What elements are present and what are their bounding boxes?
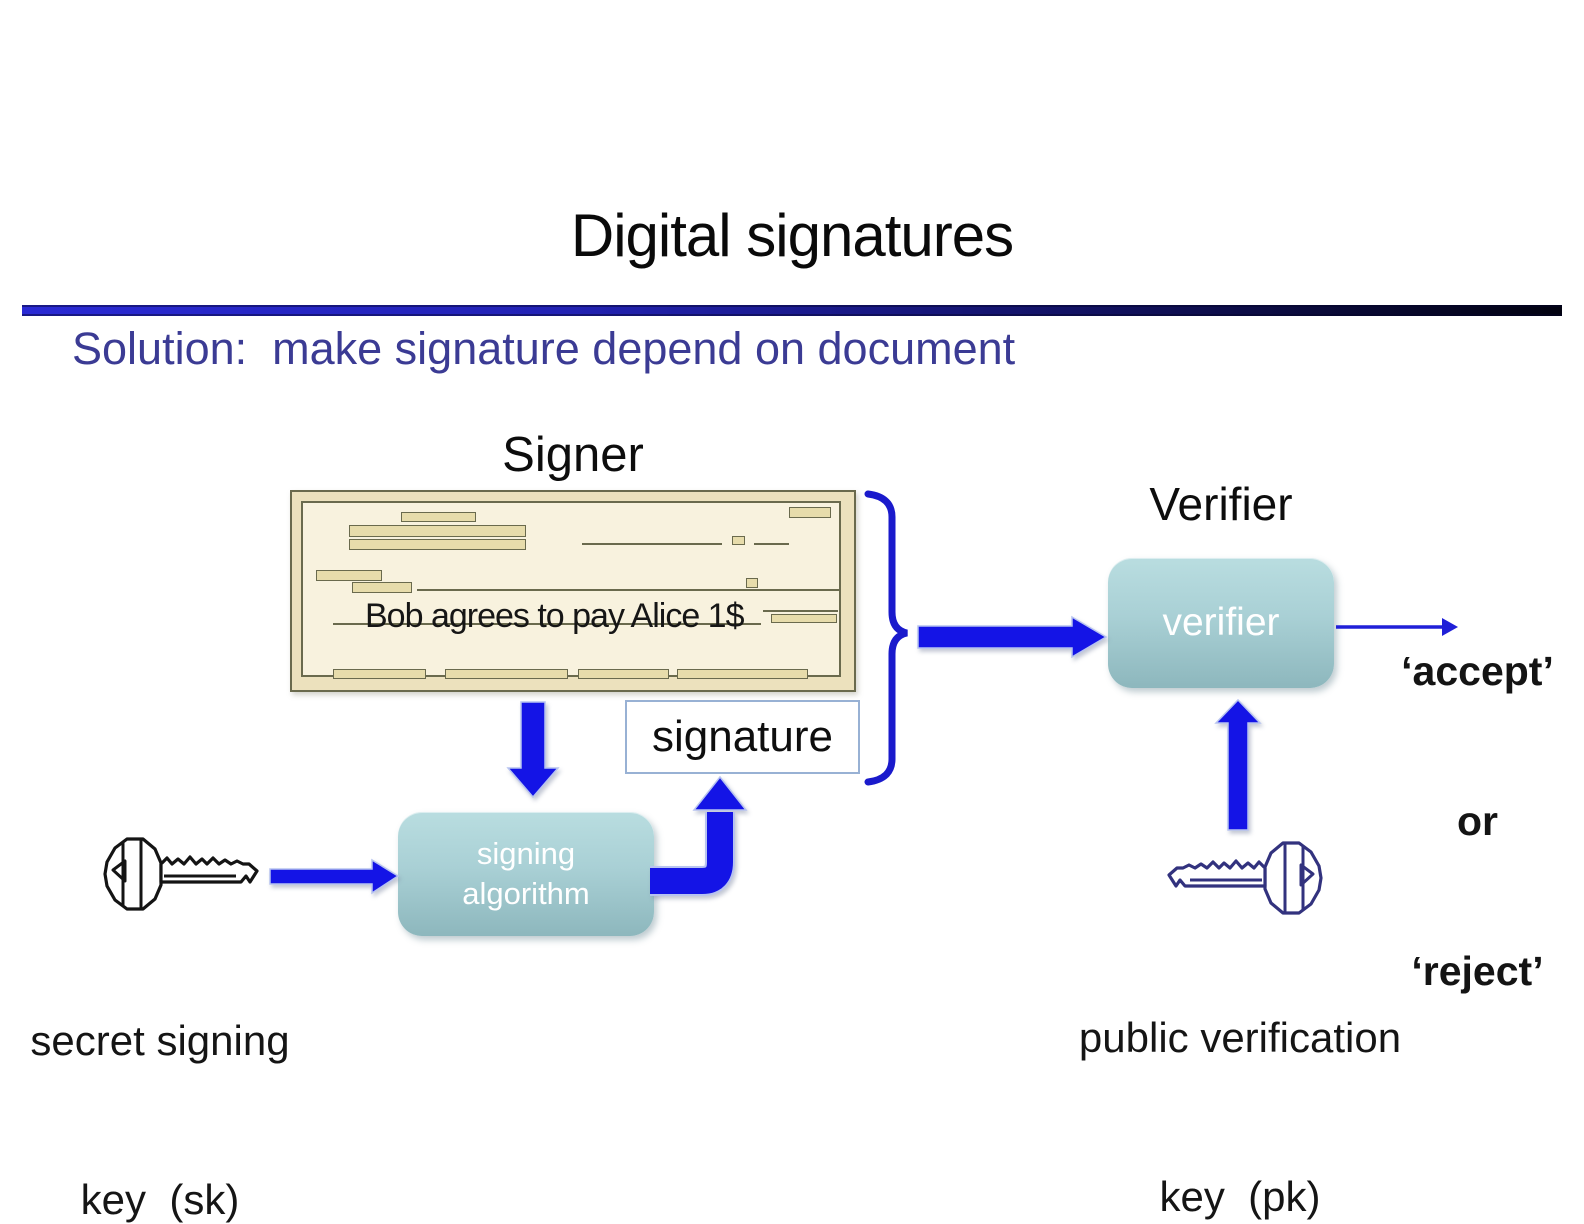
secret-key-caption-line1: secret signing <box>30 1017 290 1064</box>
public-key-icon <box>1167 841 1323 915</box>
signing-box-line1: signing <box>476 836 576 871</box>
signing-to-signature-arrow <box>650 775 748 896</box>
slide-title: Digital signatures <box>570 202 1014 269</box>
check-rule-line <box>763 610 838 612</box>
check-field-bar <box>771 614 837 623</box>
check-paper: Bob agrees to pay Alice 1$ <box>301 501 841 679</box>
verifier-box-label: verifier <box>1162 601 1280 644</box>
title-divider-rule <box>22 305 1562 316</box>
check-field-bar <box>352 582 412 593</box>
check-document: Bob agrees to pay Alice 1$ <box>290 490 856 692</box>
check-field-bar <box>333 669 426 679</box>
check-rule-line <box>582 543 722 545</box>
secret-key-caption: secret signing key (sk) <box>5 908 315 1224</box>
decision-accept: ‘accept’ <box>1401 648 1554 694</box>
brace-icon <box>864 490 908 786</box>
check-field-box <box>732 536 745 545</box>
secret-key-icon <box>103 837 259 911</box>
check-field-bar <box>349 525 526 537</box>
decision-reject: ‘reject’ <box>1411 948 1544 994</box>
check-field-bar <box>789 507 831 518</box>
check-to-signing-arrow <box>506 701 560 799</box>
signature-box: signature <box>625 700 860 774</box>
public-key-caption-line1: public verification <box>1078 1014 1402 1061</box>
public-key-caption-line2: key (pk) <box>1159 1173 1321 1220</box>
decision-or: or <box>1457 798 1498 844</box>
check-field-bar <box>349 539 526 550</box>
check-field-bar <box>401 512 476 522</box>
secret-key-to-signing-arrow <box>269 858 400 895</box>
signature-box-label: signature <box>651 712 833 761</box>
check-rule-line <box>417 589 840 591</box>
check-rule-line <box>333 623 761 625</box>
secret-key-caption-line2: key (sk) <box>80 1176 240 1223</box>
check-field-bar <box>316 570 382 581</box>
check-field-bar <box>445 669 568 679</box>
signing-box-line2: algorithm <box>462 876 590 911</box>
check-field-bar <box>578 669 669 679</box>
check-memo-text: Bob agrees to pay Alice 1$ <box>365 597 744 635</box>
check-field-bar <box>677 669 808 679</box>
decision-output: ‘accept’ or ‘reject’ <box>1385 546 1570 1096</box>
check-rule-line <box>754 543 789 545</box>
public-key-to-verifier-arrow <box>1214 698 1262 831</box>
public-key-caption: public verification key (pk) <box>1065 905 1415 1224</box>
signing-algorithm-box: signing algorithm <box>398 812 654 936</box>
check-field-box <box>746 578 758 588</box>
verifier-heading: Verifier <box>1149 478 1293 530</box>
verifier-box: verifier <box>1108 558 1334 688</box>
slide-subtitle: Solution: make signature depend on docum… <box>72 323 1016 374</box>
signer-heading: Signer <box>502 428 644 482</box>
document-to-verifier-arrow <box>917 615 1108 659</box>
